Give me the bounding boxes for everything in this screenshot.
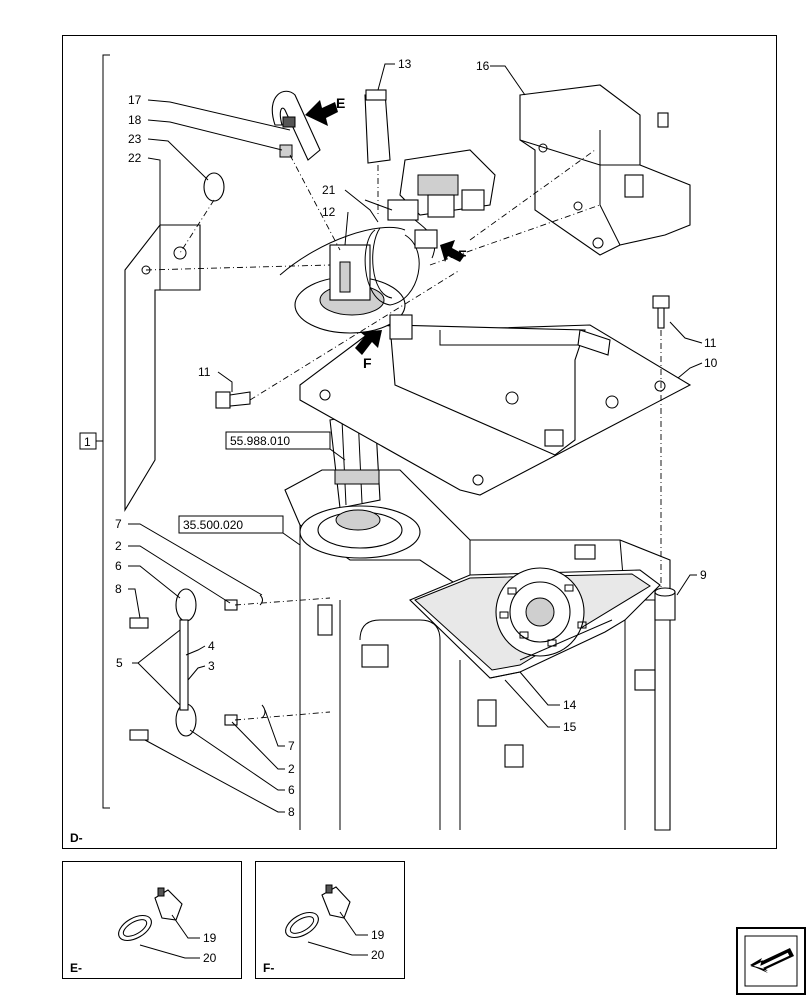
- bolt-11-left: [215, 391, 251, 409]
- svg-text:E: E: [336, 95, 345, 111]
- view-label-f: F-: [263, 961, 274, 975]
- svg-text:35.500.020: 35.500.020: [183, 518, 243, 532]
- group-bracket: 1: [79, 54, 110, 809]
- callout-numbers: 17 18 23 22 13 16 21 12 11 10 11 9 7 2 6…: [115, 57, 718, 819]
- callout-11-right: 11: [704, 336, 717, 350]
- callout-8-bottom: 8: [288, 805, 295, 819]
- bracket-10: [299, 324, 692, 496]
- plate-22: [124, 172, 225, 512]
- bracket-16: [519, 84, 691, 256]
- callout-2-top: 2: [115, 539, 122, 553]
- callout-13: 13: [398, 57, 412, 71]
- detail-view-e-frame: [62, 861, 242, 979]
- callout-6-bottom: 6: [288, 783, 295, 797]
- callout-16: 16: [476, 59, 490, 73]
- callout-2-bottom: 2: [288, 762, 295, 776]
- callout-7-top: 7: [115, 517, 122, 531]
- callout-5: 5: [116, 656, 123, 670]
- callout-23: 23: [128, 132, 142, 146]
- spacer-9: [654, 587, 676, 621]
- callout-11-left: 11: [198, 365, 211, 379]
- callout-6-top: 6: [115, 559, 122, 573]
- callout-9: 9: [700, 568, 707, 582]
- detail-e-callout-20: 20: [203, 951, 217, 965]
- cab-frame-drawing: [284, 469, 671, 831]
- ref-label-35: 35.500.020: [178, 515, 301, 546]
- floor-plate-14-15: [409, 567, 661, 679]
- arrow-e: E: [305, 95, 345, 126]
- callout-21: 21: [322, 183, 336, 197]
- callout-1: 1: [84, 435, 91, 449]
- callout-18: 18: [128, 113, 142, 127]
- detail-f: 19 20 F-: [263, 884, 385, 975]
- callout-4: 4: [208, 639, 215, 653]
- svg-text:F: F: [363, 355, 372, 371]
- callout-12: 12: [322, 205, 336, 219]
- arrow-f-lower: F: [355, 330, 382, 371]
- callout-8-top: 8: [115, 582, 122, 596]
- detail-f-callout-19: 19: [371, 928, 385, 942]
- svg-text:55.988.010: 55.988.010: [230, 434, 290, 448]
- bolt-11-right: [652, 295, 670, 329]
- callout-17: 17: [128, 93, 142, 107]
- svg-text:F: F: [458, 247, 467, 263]
- ref-label-55: 55.988.010: [225, 431, 346, 461]
- detail-view-f-frame: [255, 861, 405, 979]
- callout-3: 3: [208, 659, 215, 673]
- callout-22: 22: [128, 151, 142, 165]
- cover-13: [364, 89, 391, 164]
- callout-7-bottom: 7: [288, 739, 295, 753]
- view-label-e: E-: [70, 961, 82, 975]
- harness-assembly-12-21: [279, 149, 496, 340]
- detail-f-callout-20: 20: [371, 948, 385, 962]
- detail-e: 19 20 E-: [70, 887, 217, 975]
- arrow-back-icon[interactable]: [736, 927, 806, 995]
- callout-14: 14: [563, 698, 577, 712]
- arrow-f-upper: F: [440, 240, 467, 263]
- detail-e-callout-19: 19: [203, 931, 217, 945]
- callout-15: 15: [563, 720, 577, 734]
- view-label-d: D-: [70, 831, 83, 845]
- callout-10: 10: [704, 356, 718, 370]
- hinge-assembly: [129, 588, 266, 741]
- hose-17: [271, 90, 321, 161]
- leader-lines: [128, 63, 703, 813]
